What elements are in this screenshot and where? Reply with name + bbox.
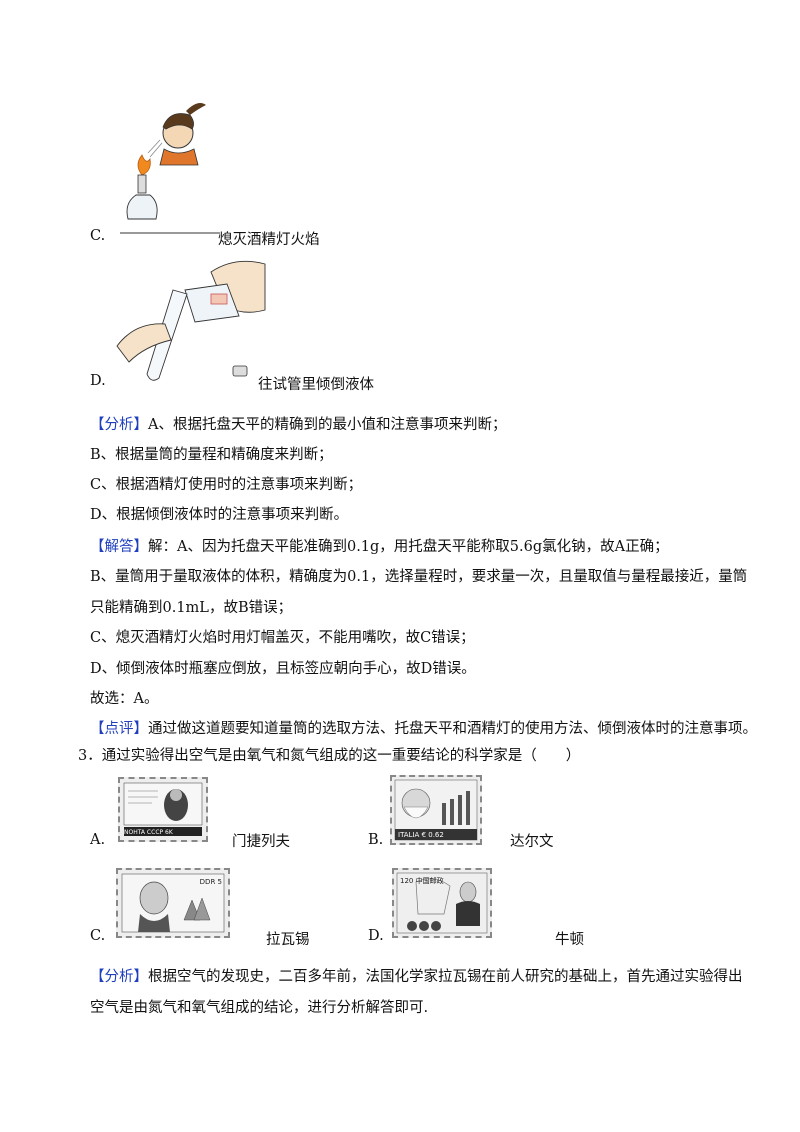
stamp-darwin: ITALIA € 0.62 <box>390 775 482 845</box>
option-c3-letter: C. <box>90 928 106 944</box>
analysis-line-1: 【分析】A、根据托盘天平的精确到的最小值和注意事项来判断； <box>90 417 507 433</box>
answer-line-5: D、倾倒液体时瓶塞应倒放，且标签应朝向手心，故D错误。 <box>90 661 476 677</box>
option-c3-name: 拉瓦锡 <box>266 932 310 948</box>
stamp-mendeleev: NOHTA CCCP 6K <box>118 777 208 842</box>
figure-blowing-lamp <box>120 95 220 240</box>
analysis3-line-1: 【分析】根据空气的发现史，二百多年前，法国化学家拉瓦锡在前人研究的基础上，首先通… <box>90 969 743 985</box>
option-c-caption: 熄灭酒精灯火焰 <box>218 232 320 248</box>
option-d3-name: 牛顿 <box>555 932 584 948</box>
answer-tag: 【解答】 <box>90 539 148 555</box>
answer-line-1: 【解答】解：A、因为托盘天平能准确到0.1g，用托盘天平能称取5.6g氯化钠，故… <box>90 539 669 555</box>
stamp-newton: 120 中国邮政 <box>392 868 492 938</box>
option-d-caption: 往试管里倾倒液体 <box>258 377 374 393</box>
option-b-name: 达尔文 <box>510 834 554 850</box>
option-b-letter: B. <box>368 832 384 848</box>
comment-line: 【点评】通过做这道题要知道量筒的选取方法、托盘天平和酒精灯的使用方法、倾倒液体时… <box>90 721 757 737</box>
figure-pouring-liquid <box>115 250 275 385</box>
question3-stem: 3．通过实验得出空气是由氧气和氮气组成的这一重要结论的科学家是（ ） <box>78 748 581 764</box>
analysis3-line-2: 空气是由氮气和氧气组成的结论，进行分析解答即可. <box>90 1000 429 1016</box>
answer-line-6: 故选：A。 <box>90 691 159 707</box>
analysis-line-4: D、根据倾倒液体时的注意事项来判断。 <box>90 507 349 523</box>
option-a-name: 门捷列夫 <box>232 834 290 850</box>
answer-line-4: C、熄灭酒精灯火焰时用灯帽盖灭，不能用嘴吹，故C错误； <box>90 630 475 646</box>
stamp-lavoisier: DDR 5 <box>116 868 230 938</box>
analysis-line-2: B、根据量筒的量程和精确度来判断； <box>90 447 333 463</box>
stamp-d-text: 120 中国邮政 <box>400 877 444 885</box>
option-c-letter: C. <box>90 228 106 244</box>
answer-line-3: 只能精确到0.1mL，故B错误； <box>90 600 293 616</box>
analysis-line-3: C、根据酒精灯使用时的注意事项来判断； <box>90 477 363 493</box>
option-d-letter: D. <box>90 373 106 389</box>
comment-tag: 【点评】 <box>90 721 148 737</box>
answer-line-2: B、量筒用于量取液体的体积，精确度为0.1，选择量程时，要求量一次，且量取值与量… <box>90 569 748 585</box>
analysis-tag: 【分析】 <box>90 417 148 433</box>
stamp-a-text: NOHTA CCCP 6K <box>124 829 173 836</box>
option-d3-letter: D. <box>368 928 384 944</box>
stamp-b-text: ITALIA € 0.62 <box>398 831 444 839</box>
option-a-letter: A. <box>90 832 106 848</box>
analysis3-tag: 【分析】 <box>90 969 148 985</box>
stamp-c-text: DDR 5 <box>199 878 222 886</box>
